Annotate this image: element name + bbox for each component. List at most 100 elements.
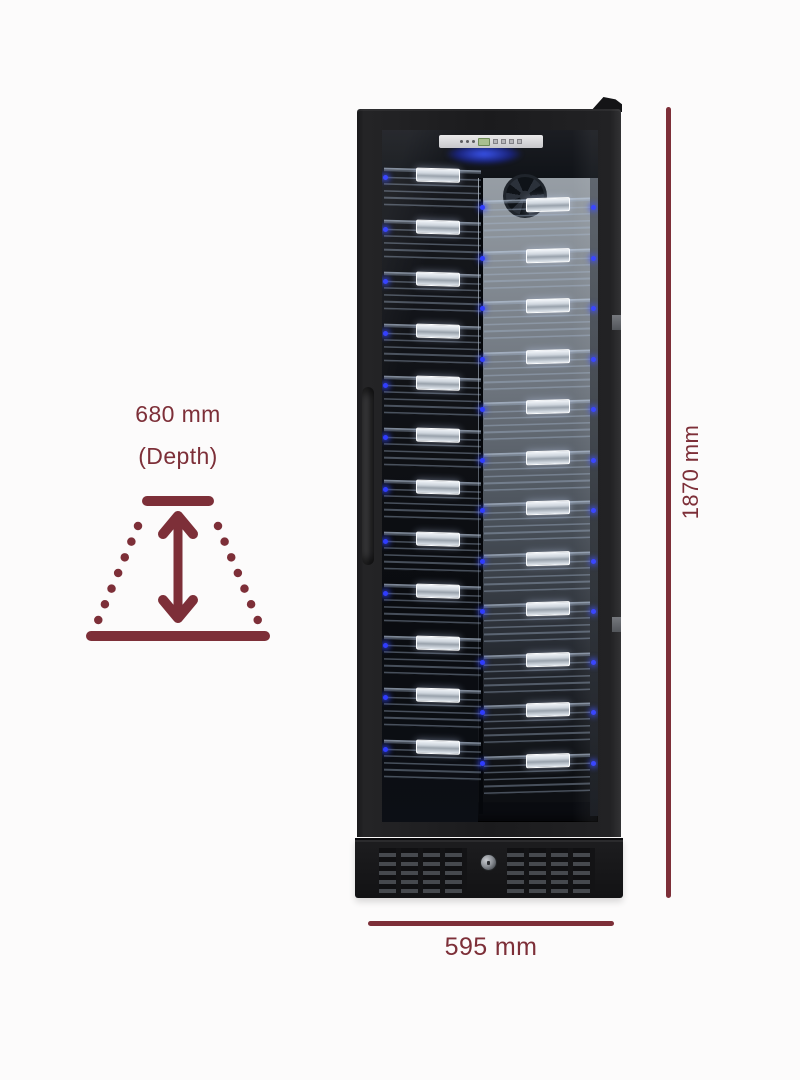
shelf-label-tag: [526, 651, 570, 667]
panel-dot-button: [466, 140, 469, 143]
hinge-tab: [612, 315, 621, 330]
led-dot: [591, 609, 596, 614]
wine-shelf: [484, 702, 590, 744]
led-dot: [383, 331, 388, 336]
wine-shelf: [484, 500, 590, 542]
panel-dot-button: [460, 140, 463, 143]
shelf-label-tag: [526, 752, 570, 768]
wine-shelf: [384, 323, 481, 365]
led-dot: [480, 558, 485, 564]
shelf-label-tag: [416, 167, 460, 183]
led-dot: [383, 227, 388, 232]
led-dot: [480, 457, 485, 463]
shelf-label-tag: [526, 550, 570, 566]
interior-fan: [503, 174, 547, 218]
wine-shelf: [484, 298, 590, 340]
wine-shelf: [384, 479, 481, 521]
interior-right-wall: [590, 156, 598, 816]
depth-arrow-icon: [86, 496, 270, 641]
shelf-label-tag: [416, 219, 460, 235]
height-dimension-value: 1870 mm: [678, 424, 703, 520]
interior-mid-post: [479, 164, 483, 814]
shelf-label-tag: [526, 601, 570, 617]
panel-key-button: [493, 139, 498, 144]
wine-shelf: [384, 687, 481, 729]
ventilation-grille: [355, 838, 623, 898]
depth-dimension-value: 680 mm: [135, 401, 221, 427]
shelf-label-tag: [416, 583, 460, 599]
hinge-tab: [612, 617, 621, 632]
led-dot: [383, 383, 388, 388]
shelf-label-tag: [526, 247, 570, 263]
led-dot: [480, 306, 485, 311]
wine-shelf: [484, 449, 590, 491]
shelf-label-tag: [416, 375, 460, 391]
led-dot: [591, 457, 596, 463]
panel-key-button: [501, 139, 506, 144]
panel-key-button: [517, 139, 522, 144]
grille-lock: [480, 854, 497, 871]
led-dot: [480, 609, 485, 614]
wine-shelf: [384, 531, 481, 573]
wine-shelf: [384, 271, 481, 313]
panel-key-button: [509, 139, 514, 144]
led-dot: [480, 407, 485, 412]
wine-shelf: [484, 348, 590, 390]
led-dot: [591, 205, 596, 210]
wine-shelf: [384, 739, 481, 781]
led-dot: [591, 407, 596, 412]
door-handle: [362, 387, 374, 565]
wine-shelf: [484, 197, 590, 239]
led-dot: [591, 306, 596, 311]
wine-shelf: [384, 635, 481, 677]
shelf-label-tag: [526, 197, 570, 213]
led-dot: [591, 255, 596, 261]
cooler-cabinet: [357, 109, 621, 837]
led-dot: [383, 643, 388, 648]
led-dot: [383, 487, 388, 492]
led-dot: [591, 558, 596, 564]
wine-shelf: [484, 651, 590, 693]
led-dot: [383, 695, 388, 700]
wine-shelf: [484, 399, 590, 441]
led-dot: [591, 659, 596, 665]
shelf-label-tag: [526, 348, 570, 364]
led-dot: [383, 279, 388, 284]
led-dot: [480, 356, 485, 362]
led-dot: [383, 747, 388, 752]
shelf-label-tag: [416, 635, 460, 651]
led-dot: [591, 760, 596, 766]
control-panel: [439, 135, 543, 148]
shelf-label-tag: [526, 449, 570, 465]
led-dot: [480, 710, 485, 715]
vent-slots-right: [507, 848, 595, 893]
panel-dot-button: [472, 140, 475, 143]
led-dot: [480, 760, 485, 766]
shelf-label-tag: [416, 427, 460, 443]
shelf-label-tag: [526, 500, 570, 516]
led-dot: [383, 435, 388, 440]
led-dot: [383, 539, 388, 544]
glass-interior: [382, 130, 598, 822]
led-dot: [480, 205, 485, 210]
shelf-label-tag: [416, 271, 460, 287]
wine-shelf: [384, 583, 481, 625]
wine-shelf: [484, 550, 590, 592]
shelf-label-tag: [526, 298, 570, 314]
depth-dimension-caption: (Depth): [138, 443, 218, 469]
led-dot: [480, 255, 485, 261]
height-dimension-line: [666, 107, 671, 898]
wine-shelf: [384, 167, 481, 209]
wine-shelf: [384, 219, 481, 261]
wine-shelf: [484, 247, 590, 289]
wine-shelf: [484, 601, 590, 643]
shelf-label-tag: [526, 399, 570, 415]
shelf-label-tag: [416, 739, 460, 755]
wine-shelf: [384, 375, 481, 417]
led-dot: [480, 508, 485, 513]
led-dot: [591, 356, 596, 362]
width-dimension-value: 595 mm: [444, 933, 538, 961]
led-dot: [591, 508, 596, 513]
interior-back-wall: [478, 156, 592, 802]
led-dot: [383, 175, 388, 180]
